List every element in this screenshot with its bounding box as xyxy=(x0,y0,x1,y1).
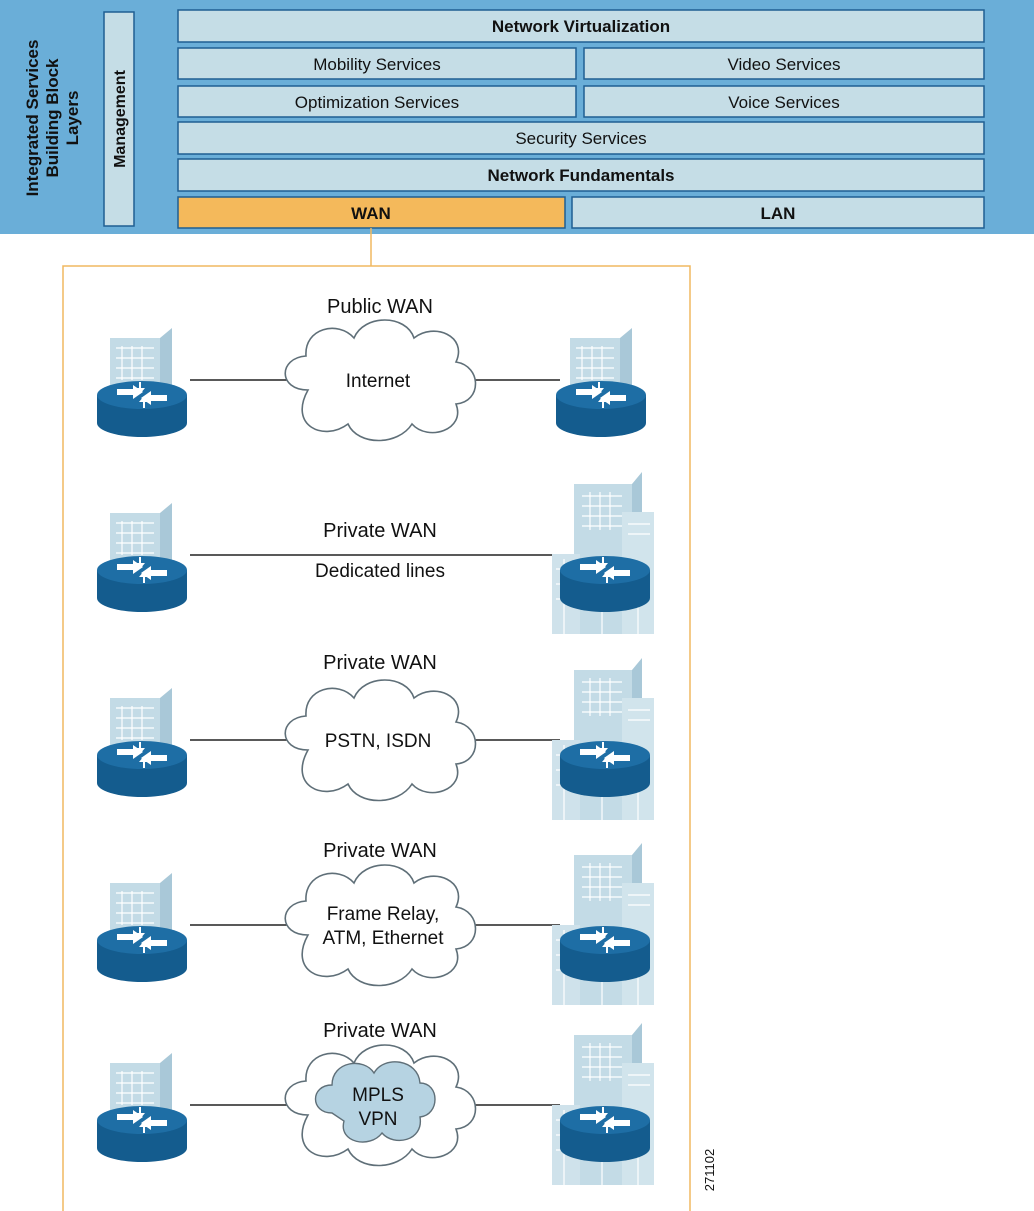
label-wan: WAN xyxy=(351,204,391,223)
connection-row-5: Private WAN MPLS VPN xyxy=(97,1020,655,1186)
layer-video-services xyxy=(583,47,985,80)
connection-row-3: Private WAN PSTN, ISDN xyxy=(97,652,655,821)
figure-id: 271102 xyxy=(702,1149,717,1191)
cloud-label-line-1: Frame Relay, xyxy=(327,904,440,925)
label-fundamentals: Network Fundamentals xyxy=(487,166,674,185)
router-icon xyxy=(560,741,650,797)
router-icon xyxy=(560,926,650,982)
connection-row-1: Public WAN Internet xyxy=(97,296,646,442)
router-icon xyxy=(97,741,187,797)
cloud-icon xyxy=(284,864,477,987)
router-icon xyxy=(97,556,187,612)
router-icon xyxy=(97,1106,187,1162)
layer-lan xyxy=(571,196,985,229)
connection-title: Private WAN xyxy=(323,520,437,542)
header-title: Integrated Services Building Block Layer… xyxy=(23,40,82,197)
wan-frame xyxy=(62,265,691,1211)
layer-security-services xyxy=(177,121,985,155)
cloud-label: Internet xyxy=(346,371,411,392)
title-line-2: Building Block xyxy=(43,58,62,178)
management-bar xyxy=(103,11,135,227)
label-optimization: Optimization Services xyxy=(295,93,459,112)
cloud-label-line-2: VPN xyxy=(358,1109,397,1130)
connection-title: Public WAN xyxy=(327,296,433,318)
inner-cloud-icon xyxy=(315,1061,436,1143)
cloud-label: PSTN, ISDN xyxy=(325,731,432,752)
layer-network-fundamentals xyxy=(177,158,985,192)
label-video: Video Services xyxy=(727,55,840,74)
router-icon xyxy=(97,926,187,982)
router-icon xyxy=(556,381,646,437)
cloud-label-line-2: ATM, Ethernet xyxy=(322,928,444,949)
router-icon xyxy=(560,556,650,612)
management-label: Management xyxy=(112,69,129,167)
label-security: Security Services xyxy=(515,129,646,148)
layer-optimization-services xyxy=(177,85,577,118)
connection-title: Private WAN xyxy=(323,652,437,674)
layer-voice-services xyxy=(583,85,985,118)
label-mobility: Mobility Services xyxy=(313,55,441,74)
connection-row-2: Private WAN Dedicated lines xyxy=(97,471,655,635)
link-label: Dedicated lines xyxy=(315,561,445,582)
label-lan: LAN xyxy=(761,204,796,223)
cloud-label-line-1: MPLS xyxy=(352,1085,404,1106)
title-line-1: Integrated Services xyxy=(23,40,42,197)
title-line-3: Layers xyxy=(63,91,82,146)
connection-row-4: Private WAN Frame Relay, ATM, Ethernet xyxy=(97,840,655,1006)
connection-title: Private WAN xyxy=(323,840,437,862)
label-network-virtualization: Network Virtualization xyxy=(492,17,670,36)
layer-network-virtualization xyxy=(177,9,985,43)
label-voice: Voice Services xyxy=(728,93,840,112)
router-icon xyxy=(97,381,187,437)
connection-title: Private WAN xyxy=(323,1020,437,1042)
router-icon xyxy=(560,1106,650,1162)
layer-mobility-services xyxy=(177,47,577,80)
